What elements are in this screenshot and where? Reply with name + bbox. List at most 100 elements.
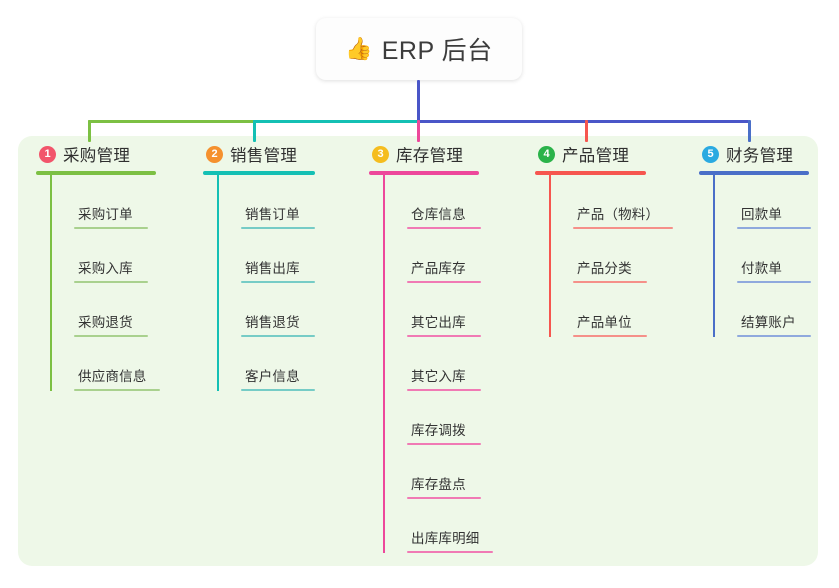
branch-number-badge: 3 xyxy=(372,145,389,163)
leaf-item[interactable]: 出库库明细 xyxy=(407,499,493,553)
branch-drop-line-1 xyxy=(88,120,91,142)
leaf-item-label: 产品分类 xyxy=(577,261,632,276)
branch-underline xyxy=(535,171,646,175)
leaf-item[interactable]: 销售出库 xyxy=(241,229,315,283)
leaf-underline xyxy=(241,281,315,283)
leaf-underline xyxy=(407,389,481,391)
leaf-underline xyxy=(74,389,160,391)
leaf-item[interactable]: 采购退货 xyxy=(74,283,156,337)
branch-title: 产品管理 xyxy=(562,147,630,165)
leaf-list: 回款单付款单结算账户 xyxy=(713,175,811,337)
leaf-underline xyxy=(74,281,148,283)
leaf-item[interactable]: 销售订单 xyxy=(241,175,315,229)
root-stem-line xyxy=(417,80,420,121)
leaf-item-label: 库存盘点 xyxy=(411,477,466,492)
leaf-underline xyxy=(737,227,811,229)
leaf-item[interactable]: 回款单 xyxy=(737,175,811,229)
leaf-item-label: 产品（物料） xyxy=(577,207,660,222)
leaf-item-label: 产品库存 xyxy=(411,261,466,276)
branch-drop-line-4 xyxy=(585,120,588,142)
leaf-item-label: 其它入库 xyxy=(411,369,466,384)
branch-title: 采购管理 xyxy=(63,147,131,165)
leaf-list: 产品（物料） 产品分类产品单位 xyxy=(549,175,673,337)
leaf-underline xyxy=(407,227,481,229)
branch-number-badge: 1 xyxy=(39,145,56,163)
leaf-item[interactable]: 产品单位 xyxy=(573,283,647,337)
leaf-item[interactable]: 客户信息 xyxy=(241,337,315,391)
leaf-underline xyxy=(737,335,811,337)
leaf-spine-line xyxy=(713,175,715,337)
leaf-item-label: 付款单 xyxy=(741,261,783,276)
bus-segment-1 xyxy=(88,120,254,123)
leaf-item[interactable]: 库存调拨 xyxy=(407,391,481,445)
branch-underline xyxy=(369,171,479,175)
branch-header[interactable]: 1 采购管理 xyxy=(36,142,156,166)
leaf-item[interactable]: 付款单 xyxy=(737,229,811,283)
leaf-item[interactable]: 供应商信息 xyxy=(74,337,160,391)
leaf-underline xyxy=(573,335,647,337)
leaf-underline xyxy=(573,227,673,229)
branch-number-badge: 5 xyxy=(702,145,719,163)
leaf-item[interactable]: 采购入库 xyxy=(74,229,156,283)
branch-title: 库存管理 xyxy=(396,147,464,165)
leaf-underline xyxy=(241,227,315,229)
branch-underline xyxy=(203,171,315,175)
leaf-spine-line xyxy=(50,175,52,391)
branch-drop-line-3 xyxy=(417,120,420,142)
leaf-list: 仓库信息产品库存其它出库其它入库库存调拨库存盘点出库库明细 xyxy=(383,175,493,553)
branch-drop-line-5 xyxy=(748,120,751,142)
branch-panel-background xyxy=(18,136,818,566)
root-node-label: ERP 后台 xyxy=(381,37,493,65)
branch-number-badge: 2 xyxy=(206,145,223,163)
leaf-item-label: 采购退货 xyxy=(78,315,133,330)
leaf-list: 销售订单销售出库销售退货客户信息 xyxy=(217,175,315,391)
bus-segment-2 xyxy=(253,120,418,123)
leaf-item[interactable]: 库存盘点 xyxy=(407,445,481,499)
leaf-spine-line xyxy=(549,175,551,337)
leaf-item-label: 其它出库 xyxy=(411,315,466,330)
leaf-item[interactable]: 其它入库 xyxy=(407,337,481,391)
leaf-item-label: 仓库信息 xyxy=(411,207,466,222)
branch-number-badge: 4 xyxy=(538,145,555,163)
leaf-item-label: 回款单 xyxy=(741,207,783,222)
leaf-underline xyxy=(407,335,481,337)
leaf-underline xyxy=(407,281,481,283)
root-node[interactable]: 👍 ERP 后台 xyxy=(316,18,522,80)
leaf-item-label: 库存调拨 xyxy=(411,423,466,438)
branch-column-库存管理: 3 库存管理仓库信息产品库存其它出库其它入库库存调拨库存盘点出库库明细 xyxy=(369,142,493,553)
leaf-item-label: 销售退货 xyxy=(245,315,300,330)
leaf-item[interactable]: 销售退货 xyxy=(241,283,315,337)
branch-column-销售管理: 2 销售管理销售订单销售出库销售退货客户信息 xyxy=(203,142,315,391)
branch-header[interactable]: 4 产品管理 xyxy=(535,142,646,166)
leaf-underline xyxy=(407,497,481,499)
leaf-spine-line xyxy=(217,175,219,391)
leaf-underline xyxy=(241,335,315,337)
leaf-item-label: 采购订单 xyxy=(78,207,133,222)
leaf-item[interactable]: 采购订单 xyxy=(74,175,156,229)
leaf-spine-line xyxy=(383,175,385,553)
leaf-item[interactable]: 产品分类 xyxy=(573,229,647,283)
leaf-underline xyxy=(737,281,811,283)
leaf-item-label: 销售出库 xyxy=(245,261,300,276)
bus-segment-3 xyxy=(417,120,749,123)
branch-header[interactable]: 2 销售管理 xyxy=(203,142,315,166)
leaf-item-label: 出库库明细 xyxy=(411,531,480,546)
leaf-item[interactable]: 仓库信息 xyxy=(407,175,481,229)
leaf-underline xyxy=(407,551,493,553)
leaf-item-label: 结算账户 xyxy=(741,315,796,330)
leaf-item-label: 供应商信息 xyxy=(78,369,147,384)
branch-underline xyxy=(699,171,809,175)
branch-title: 销售管理 xyxy=(230,147,298,165)
leaf-item[interactable]: 结算账户 xyxy=(737,283,811,337)
leaf-underline xyxy=(407,443,481,445)
leaf-item[interactable]: 产品（物料） xyxy=(573,175,673,229)
leaf-item[interactable]: 产品库存 xyxy=(407,229,481,283)
leaf-underline xyxy=(74,335,148,337)
leaf-item[interactable]: 其它出库 xyxy=(407,283,481,337)
leaf-underline xyxy=(573,281,647,283)
branch-header[interactable]: 3 库存管理 xyxy=(369,142,479,166)
leaf-item-label: 销售订单 xyxy=(245,207,300,222)
